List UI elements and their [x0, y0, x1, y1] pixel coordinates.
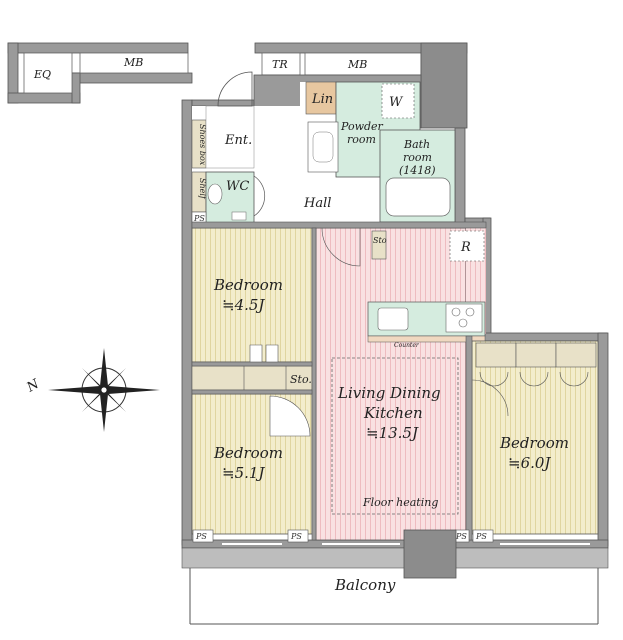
floor-heating-area	[331, 357, 459, 515]
tr-label: TR	[272, 58, 288, 71]
sto-hall-box	[371, 230, 387, 260]
bedroom-1-floor	[191, 227, 313, 363]
powder-label-1: Powder	[340, 120, 384, 133]
ldk-label-2: Kitchen	[363, 404, 423, 422]
bedroom-2-size: ≒5.1J	[222, 464, 265, 482]
ent-label: Ent.	[224, 133, 252, 148]
entrance-area	[205, 105, 255, 169]
sto-mid-label: Sto.	[290, 373, 312, 386]
lin-closet	[305, 81, 337, 115]
balcony-label: Balcony	[334, 576, 396, 594]
bedroom-2-door	[269, 395, 311, 437]
lin-label: Lin	[311, 92, 333, 107]
mb-right-label: MB	[347, 58, 367, 71]
mb-left-label: MB	[123, 56, 143, 69]
top-service-boxes	[254, 42, 468, 129]
bedroom-1-size: ≒4.5J	[222, 296, 265, 314]
bath-label-3: (1418)	[399, 164, 436, 177]
bedroom-2-name: Bedroom	[213, 444, 283, 462]
ps-label-3: PS	[455, 532, 467, 541]
meter-box-strip	[7, 42, 193, 104]
bathtub	[385, 177, 451, 217]
ldk-label-1: Living Dining	[337, 384, 441, 402]
bedroom-1-closet-door	[249, 344, 279, 362]
wc-label: WC	[226, 179, 249, 194]
ps-label-2: PS	[290, 532, 302, 541]
bath-label-2: room	[403, 151, 432, 164]
sto-hall-label: Sto	[373, 236, 387, 245]
bedroom-1-name: Bedroom	[213, 276, 283, 294]
bedroom-3-closet	[475, 342, 597, 387]
washer-space	[381, 83, 415, 119]
ps-boxes	[192, 529, 494, 543]
bedroom-3-size: ≒6.0J	[508, 454, 551, 472]
ldk-door	[321, 227, 361, 267]
bedroom-3-name: Bedroom	[499, 434, 569, 452]
stove	[445, 303, 483, 333]
eq-label: EQ	[33, 68, 51, 81]
refrigerator-space	[449, 230, 485, 262]
sink	[377, 307, 409, 331]
compass-icon	[48, 348, 160, 432]
bedroom-3-door	[471, 379, 509, 417]
compass-n-label: N	[24, 376, 43, 395]
ldk-floor	[315, 227, 467, 541]
shelf-label: Shelf	[198, 178, 207, 201]
hall-label: Hall	[303, 196, 331, 211]
r-label: R	[460, 240, 471, 255]
counter-label: Counter	[394, 342, 420, 349]
ldk-label-3: ≒13.5J	[366, 424, 419, 442]
bath-label-1: Bath	[403, 138, 430, 151]
toilet	[207, 183, 223, 205]
wc-door	[253, 175, 266, 217]
ps-label-4: PS	[475, 532, 487, 541]
balcony	[181, 529, 609, 625]
w-label: W	[389, 95, 404, 110]
entry-door	[217, 71, 253, 107]
floor-heating-label: Floor heating	[362, 496, 438, 509]
shoes-box-label: Shoes box	[198, 124, 207, 166]
powder-label-2: room	[347, 133, 376, 146]
counter-ledge	[367, 335, 486, 343]
ps-label-1: PS	[195, 532, 207, 541]
ps-hall-label: PS	[193, 214, 205, 223]
